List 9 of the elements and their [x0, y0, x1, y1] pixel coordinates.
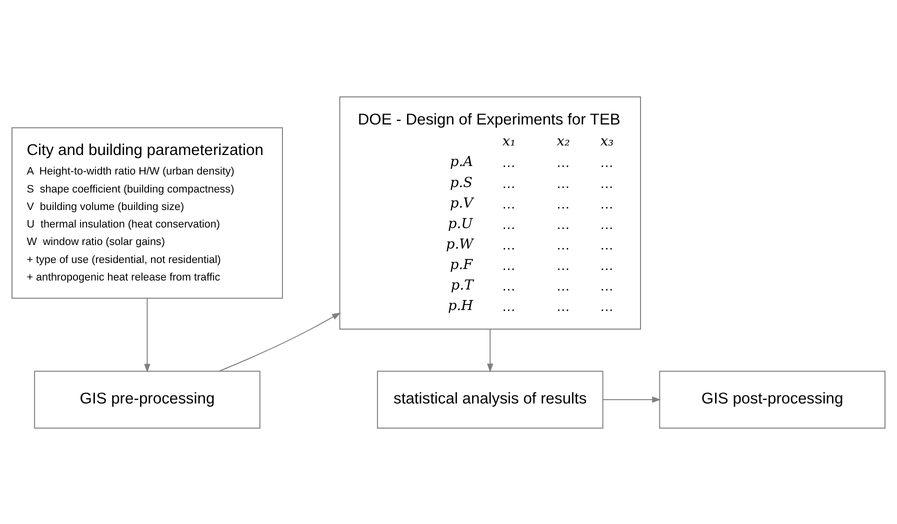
arrow	[602, 396, 661, 402]
node-box: GIS post-processing	[659, 370, 886, 428]
node-box: statistical analysis of results	[376, 370, 604, 428]
node-box: GIS pre-processing	[34, 370, 260, 428]
node-box: City and building parameterization A Height-to-width ratio H/W (urban density) S shape coefficient (building compactness) V building volume (building size) U thermal insulation (heat conservation) W window ratio (solar gains) + type of use (residential, not residential) + anthropogenic heat release from traffic	[12, 126, 283, 298]
arrow	[218, 312, 341, 372]
arrow	[487, 328, 494, 372]
arrow	[144, 298, 150, 372]
node-box: DOE - Design of Experiments for TEB x₁ x₂ x₃ p.A … … … p.S … … … p.V … … … p.U … … … p.W … … … p.F … … … p.T … … … p.H … … …	[339, 96, 642, 330]
